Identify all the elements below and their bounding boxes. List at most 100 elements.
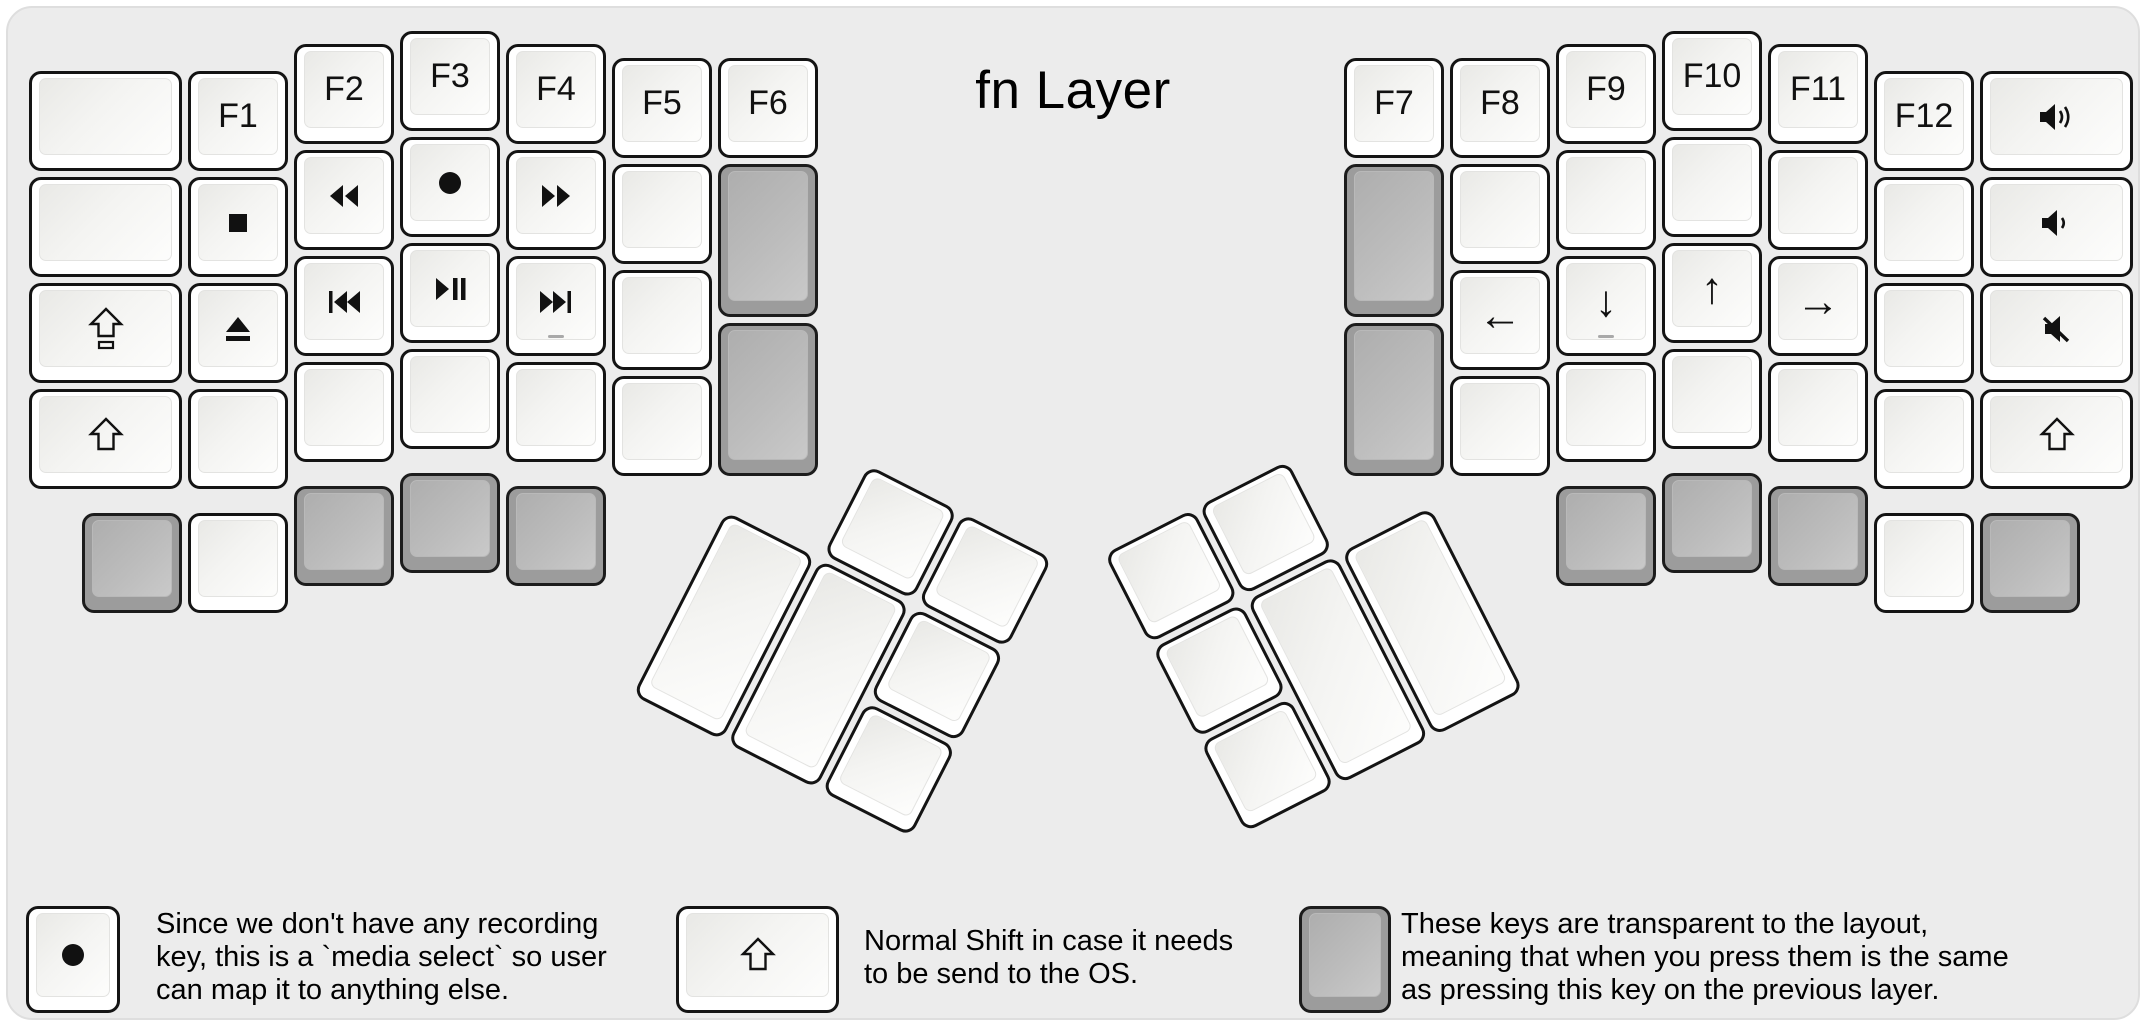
blank-key[interactable]	[506, 362, 606, 462]
stop-key[interactable]	[188, 177, 288, 277]
keycap-face	[304, 369, 384, 446]
next-track-icon	[537, 287, 575, 317]
right-arrow-key[interactable]: →	[1768, 256, 1868, 356]
homing-dash	[548, 335, 564, 338]
keycap-face	[1354, 330, 1434, 460]
keycap-face	[410, 356, 490, 433]
prev-track-key[interactable]	[294, 256, 394, 356]
blank-key[interactable]	[1874, 283, 1974, 383]
blank-key[interactable]	[1450, 376, 1550, 476]
blank-key[interactable]	[612, 164, 712, 264]
keycap-face	[885, 618, 993, 724]
blank-key[interactable]	[188, 389, 288, 489]
legend-sample-key	[1299, 906, 1391, 1013]
rewind-icon	[326, 181, 362, 211]
up-arrow-key[interactable]: ↑	[1662, 243, 1762, 343]
next-track-key[interactable]	[506, 256, 606, 356]
f12-key[interactable]: F12	[1874, 71, 1974, 171]
legend-text-line: can map it to anything else.	[156, 974, 510, 1006]
volume-down-icon	[2036, 206, 2078, 240]
arrow-right-icon: →	[1796, 276, 1840, 326]
keycap-face: ↓	[1566, 263, 1646, 340]
shift-key[interactable]	[1980, 389, 2133, 489]
play-pause-key[interactable]	[400, 243, 500, 343]
transparent-key[interactable]	[400, 473, 500, 573]
fast-forward-key[interactable]	[506, 150, 606, 250]
f10-key[interactable]: F10	[1662, 31, 1762, 131]
prev-track-icon	[325, 287, 363, 317]
keycap-face	[1210, 471, 1317, 577]
volume-up-icon	[2036, 100, 2078, 134]
keycap-face: F5	[622, 65, 702, 142]
blank-key[interactable]	[1662, 349, 1762, 449]
f5-key[interactable]: F5	[612, 58, 712, 158]
left-arrow-key[interactable]: ←	[1450, 270, 1550, 370]
transparent-key[interactable]	[718, 164, 818, 317]
caps-shift-key[interactable]	[29, 283, 182, 383]
blank-key[interactable]	[1874, 177, 1974, 277]
keycap-face	[1672, 356, 1752, 433]
blank-key[interactable]	[1662, 137, 1762, 237]
transparent-key[interactable]	[1556, 486, 1656, 586]
f6-key[interactable]: F6	[718, 58, 818, 158]
legend-key	[26, 906, 120, 1013]
keycap-face	[410, 250, 490, 327]
blank-key[interactable]	[1874, 389, 1974, 489]
blank-key[interactable]	[1768, 362, 1868, 462]
blank-key[interactable]	[1768, 150, 1868, 250]
keycap-face: ←	[1460, 277, 1540, 354]
keycap-face: F4	[516, 51, 596, 128]
key-label: F3	[430, 57, 470, 95]
keycap-face	[1566, 157, 1646, 234]
keycap-face	[1990, 184, 2123, 261]
keycap-face: F10	[1672, 38, 1752, 115]
transparent-key[interactable]	[1344, 323, 1444, 476]
blank-key[interactable]	[29, 71, 182, 171]
transparent-key[interactable]	[1980, 513, 2080, 613]
legend-text-line: as pressing this key on the previous lay…	[1401, 974, 1940, 1006]
transparent-key[interactable]	[506, 486, 606, 586]
transparent-key[interactable]	[1344, 164, 1444, 317]
blank-key[interactable]	[1874, 513, 1974, 613]
blank-key[interactable]	[400, 349, 500, 449]
key-label: F12	[1894, 97, 1954, 135]
rewind-key[interactable]	[294, 150, 394, 250]
eject-icon	[221, 313, 255, 345]
mute-key[interactable]	[1980, 283, 2133, 383]
eject-key[interactable]	[188, 283, 288, 383]
keycap-face	[1884, 184, 1964, 261]
blank-key[interactable]	[1556, 362, 1656, 462]
f7-key[interactable]: F7	[1344, 58, 1444, 158]
f11-key[interactable]: F11	[1768, 44, 1868, 144]
keycap-face	[1884, 520, 1964, 597]
f9-key[interactable]: F9	[1556, 44, 1656, 144]
keycap-face	[622, 171, 702, 248]
transparent-key[interactable]	[294, 486, 394, 586]
keycap-face	[1164, 614, 1271, 720]
blank-key[interactable]	[612, 376, 712, 476]
f3-key[interactable]: F3	[400, 31, 500, 131]
f8-key[interactable]: F8	[1450, 58, 1550, 158]
transparent-key[interactable]	[1768, 486, 1868, 586]
key-label: F6	[748, 84, 788, 122]
down-arrow-key[interactable]: ↓	[1556, 256, 1656, 356]
volume-up-key[interactable]	[1980, 71, 2133, 171]
blank-key[interactable]	[29, 177, 182, 277]
f2-key[interactable]: F2	[294, 44, 394, 144]
volume-down-key[interactable]	[1980, 177, 2133, 277]
transparent-key[interactable]	[1662, 473, 1762, 573]
f4-key[interactable]: F4	[506, 44, 606, 144]
transparent-key[interactable]	[82, 513, 182, 613]
blank-key[interactable]	[1556, 150, 1656, 250]
keycap-face: F7	[1354, 65, 1434, 142]
shift-key[interactable]	[29, 389, 182, 489]
blank-key[interactable]	[188, 513, 288, 613]
keycap-face	[39, 78, 172, 155]
blank-key[interactable]	[294, 362, 394, 462]
transparent-key[interactable]	[718, 323, 818, 476]
blank-key[interactable]	[612, 270, 712, 370]
f1-key[interactable]: F1	[188, 71, 288, 171]
record-key[interactable]	[400, 137, 500, 237]
keycap-face: F3	[410, 38, 490, 115]
blank-key[interactable]	[1450, 164, 1550, 264]
